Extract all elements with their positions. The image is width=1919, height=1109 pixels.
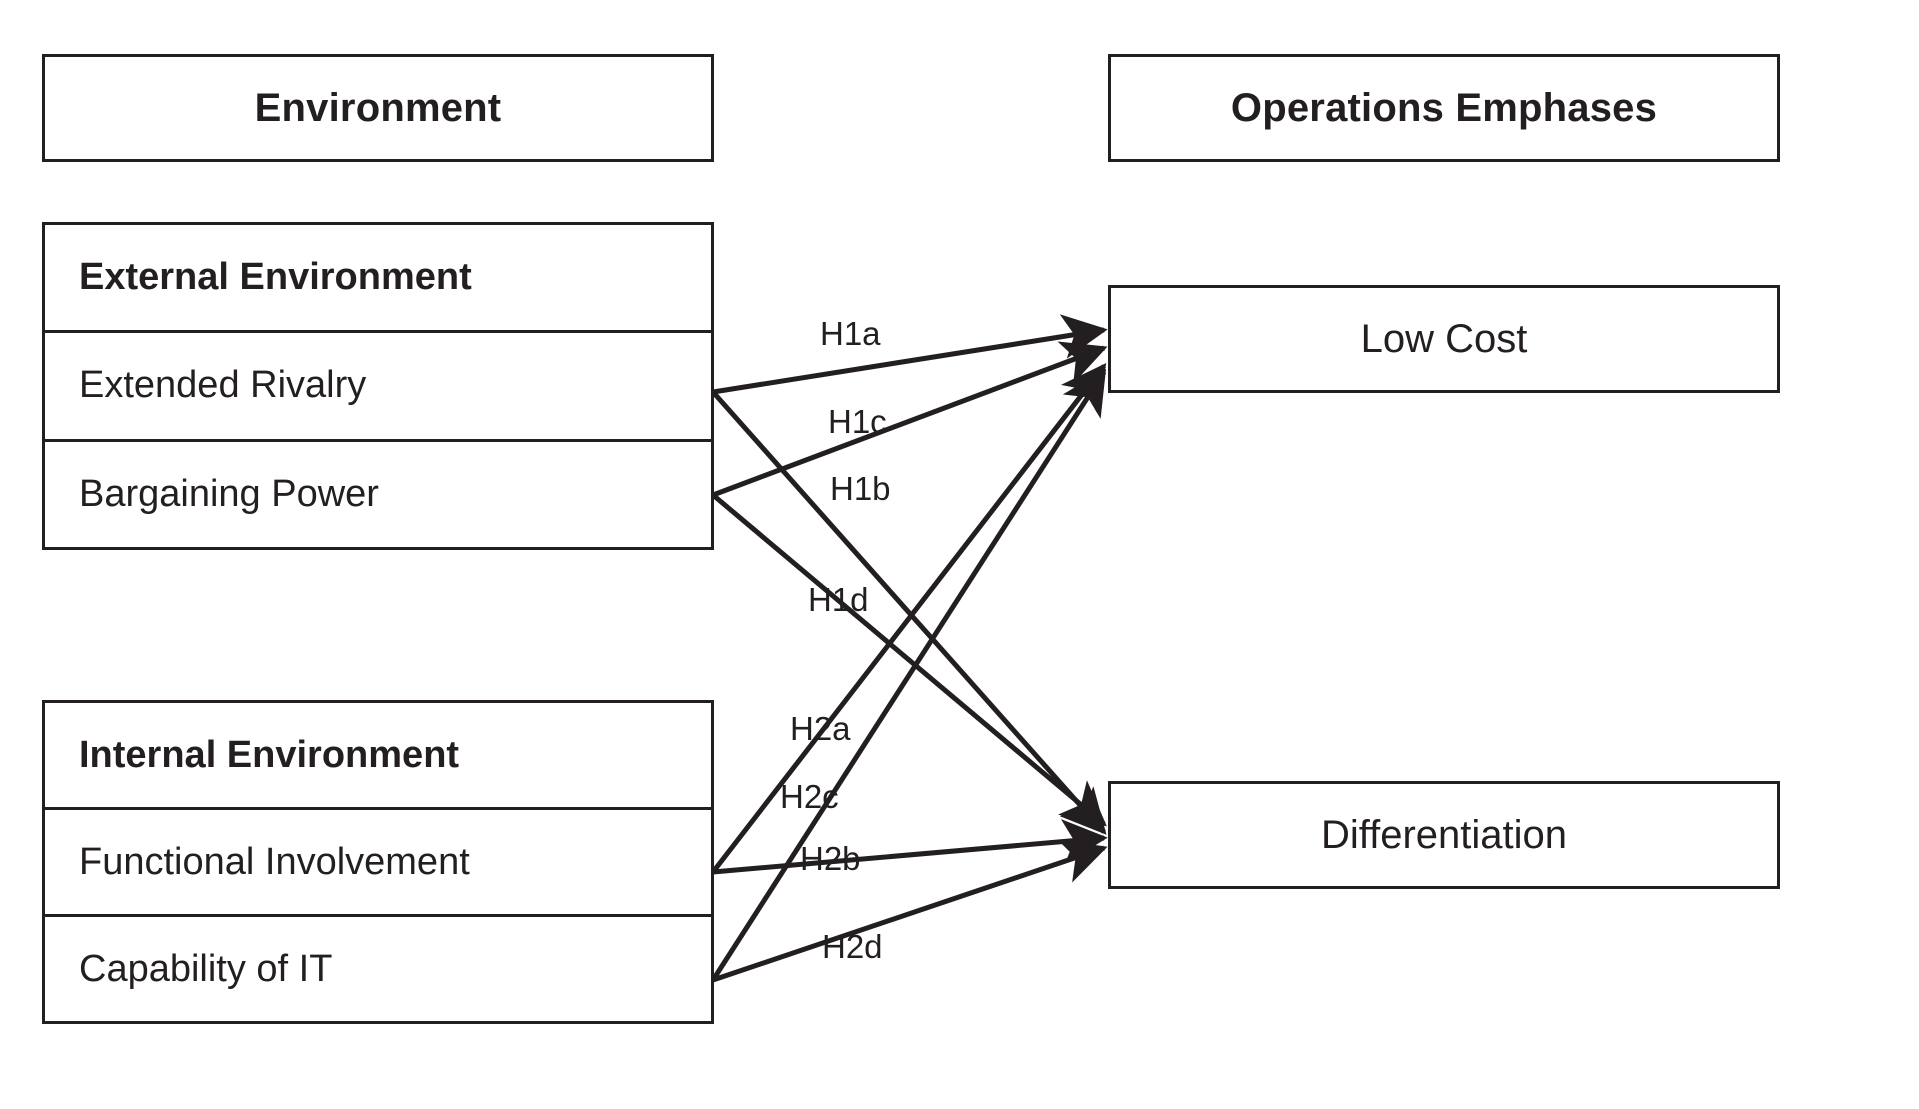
edge-label-h1c: H1c xyxy=(828,403,887,440)
differentiation-label: Differentiation xyxy=(1320,812,1568,857)
edge-label-h1a: H1a xyxy=(820,315,881,352)
operations-emphases-header-box: Operations Emphases xyxy=(1108,54,1780,162)
capability-of-it-label: Capability of IT xyxy=(79,947,333,990)
edge-h1a xyxy=(712,314,1108,395)
bargaining-power-label: Bargaining Power xyxy=(79,472,379,515)
panel-row-bargaining-power: Bargaining Power xyxy=(45,438,711,547)
edge-h1c xyxy=(711,390,1107,835)
edge-h1d xyxy=(711,493,1107,827)
edge-label-h2a: H2a xyxy=(790,710,851,747)
edge-label-h1d: H1d xyxy=(808,581,869,618)
edge-h1b xyxy=(712,341,1108,498)
environment-header-box: Environment xyxy=(42,54,714,162)
edge-h2c xyxy=(712,819,1108,875)
extended-rivalry-label: Extended Rivalry xyxy=(79,364,367,407)
differentiation-box: Differentiation xyxy=(1108,781,1780,889)
low-cost-box: Low Cost xyxy=(1108,285,1780,393)
panel-row-functional-involvement: Functional Involvement xyxy=(45,807,711,914)
external-environment-title: External Environment xyxy=(45,225,711,330)
panel-row-capability-of-it: Capability of IT xyxy=(45,914,711,1021)
external-environment-panel: External Environment Extended Rivalry Ba… xyxy=(42,222,714,550)
internal-environment-panel: Internal Environment Functional Involvem… xyxy=(42,700,714,1024)
external-environment-title-label: External Environment xyxy=(79,256,472,299)
edge-label-h2c: H2c xyxy=(780,778,839,815)
edge-h2a xyxy=(711,363,1107,874)
internal-environment-title-label: Internal Environment xyxy=(79,733,460,776)
panel-row-extended-rivalry: Extended Rivalry xyxy=(45,330,711,438)
edge-label-h2d: H2d xyxy=(822,928,883,965)
edge-h2d xyxy=(712,839,1108,983)
internal-environment-title: Internal Environment xyxy=(45,703,711,807)
operations-emphases-header-label: Operations Emphases xyxy=(1230,85,1658,130)
functional-involvement-label: Functional Involvement xyxy=(79,840,470,883)
edge-label-h1b: H1b xyxy=(830,470,891,507)
environment-header-label: Environment xyxy=(254,85,502,130)
low-cost-label: Low Cost xyxy=(1360,316,1528,361)
edge-h2b xyxy=(710,368,1107,982)
edge-label-h2b: H2b xyxy=(800,840,861,877)
